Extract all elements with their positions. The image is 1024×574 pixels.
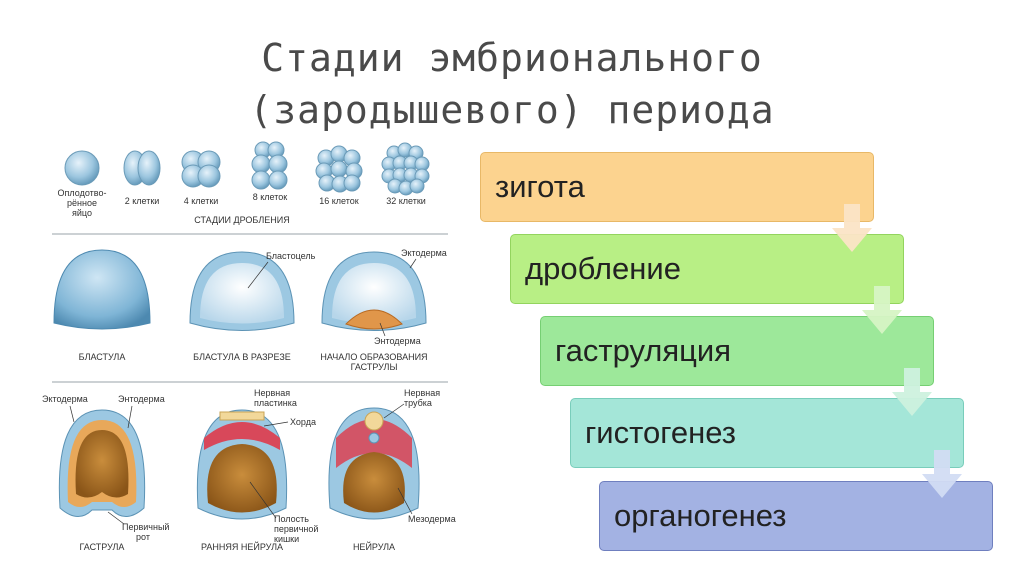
step-organogenesis: органогенез	[599, 481, 993, 551]
eight-cells-shape	[251, 141, 288, 190]
step-cleavage-label: дробление	[525, 251, 681, 286]
caption-early-neurula: РАННЯЯ НЕЙРУЛА	[201, 541, 283, 552]
caption-gastrula: ГАСТРУЛА	[80, 542, 125, 552]
label-neural-tube-2: трубка	[404, 398, 432, 408]
step-histogenesis: гистогенез	[570, 398, 964, 468]
label-primary-mouth-1: Первичный	[122, 522, 169, 532]
label-2-cells: 2 клетки	[125, 196, 160, 206]
thirty-two-cells-shape	[381, 142, 430, 196]
label-ectoderm-2: Эктодерма	[42, 394, 88, 404]
label-32-cells: 32 клетки	[386, 196, 426, 206]
label-chorda: Хорда	[290, 417, 316, 427]
label-16-cells: 16 клеток	[319, 196, 359, 206]
label-4-cells: 4 клетки	[184, 196, 219, 206]
step-gastrulation-label: гаструляция	[555, 333, 732, 368]
neurula-shape	[328, 407, 420, 520]
slide-title: Стадии эмбрионального (зародышевого) пер…	[0, 32, 1024, 136]
step-histogenesis-label: гистогенез	[585, 415, 736, 450]
early-neurula-shape	[196, 409, 288, 520]
label-entoderm-1: Энтодерма	[374, 336, 421, 346]
label-fertilized-egg-2: рённое	[67, 198, 97, 208]
cleavage-stages: Оплодотво- рённое яйцо 2 клетки 4 клетки…	[58, 141, 430, 225]
title-line-1: Стадии эмбрионального	[261, 36, 763, 80]
caption-blastula: БЛАСТУЛА	[79, 352, 126, 362]
label-gut-cavity-1: Полость	[274, 514, 309, 524]
label-fertilized-egg-1: Оплодотво-	[58, 188, 107, 198]
step-gastrulation: гаструляция	[540, 316, 934, 386]
label-neural-plate-2: пластинка	[254, 398, 297, 408]
four-cells-shape	[181, 150, 221, 188]
label-ectoderm-1: Эктодерма	[401, 248, 447, 258]
title-line-2: (зародышевого) периода	[249, 88, 775, 132]
caption-gastrula-start-2: ГАСТРУЛЫ	[351, 362, 398, 372]
sixteen-cells-shape	[315, 145, 363, 193]
blastula-section-shape	[189, 251, 295, 331]
embryo-stages-illustration: Оплодотво- рённое яйцо 2 клетки 4 клетки…	[42, 141, 456, 552]
blastula-row: Бластоцель Эктодерма Энтодерма БЛАСТУЛА …	[53, 248, 447, 372]
label-fertilized-egg-3: яйцо	[72, 208, 92, 218]
step-organogenesis-label: органогенез	[614, 498, 787, 533]
caption-neurula: НЕЙРУЛА	[353, 541, 395, 552]
fertilized-egg-shape	[64, 150, 100, 186]
label-gut-cavity-2: первичной	[274, 524, 318, 534]
label-blastocoel: Бластоцель	[266, 251, 316, 261]
caption-blastula-section: БЛАСТУЛА В РАЗРЕЗЕ	[193, 352, 291, 362]
early-gastrula-shape	[321, 251, 427, 331]
two-cells-shape	[123, 150, 161, 186]
step-zygote: зигота	[480, 152, 874, 222]
label-neural-tube-1: Нервная	[404, 388, 440, 398]
blastula-shape	[53, 249, 151, 330]
caption-gastrula-start-1: НАЧАЛО ОБРАЗОВАНИЯ	[320, 352, 427, 362]
step-zygote-label: зигота	[495, 169, 585, 204]
step-cleavage: дробление	[510, 234, 904, 304]
label-8-cells: 8 клеток	[253, 192, 288, 202]
label-neural-plate-1: Нервная	[254, 388, 290, 398]
label-primary-mouth-2: рот	[136, 532, 150, 542]
label-gut-cavity-3: кишки	[274, 534, 299, 544]
label-mesoderm: Мезодерма	[408, 514, 456, 524]
neurula-row: Эктодерма Энтодерма Нервная пластинка Хо…	[42, 388, 456, 552]
caption-cleavage-stages: СТАДИИ ДРОБЛЕНИЯ	[194, 215, 289, 225]
gastrula-shape	[58, 409, 146, 517]
label-entoderm-2: Энтодерма	[118, 394, 165, 404]
